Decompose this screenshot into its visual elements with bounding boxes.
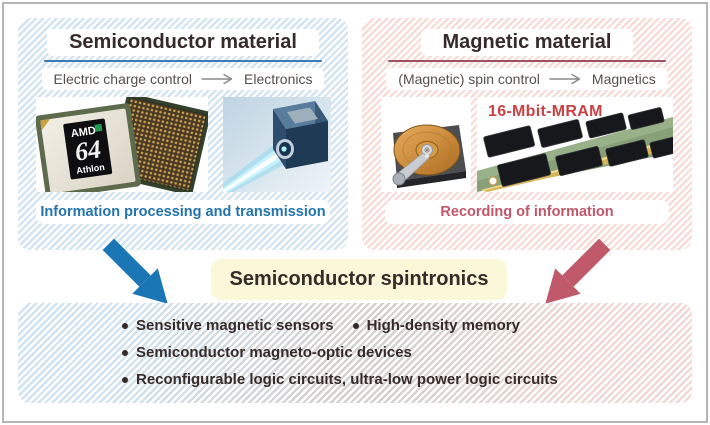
bullet-icon [352, 322, 359, 329]
bullet-item: Semiconductor magneto-optic devices [122, 344, 412, 361]
bullet-item: Reconfigurable logic circuits, ultra-low… [122, 371, 558, 388]
down-right-arrow-icon [96, 232, 181, 317]
bullet-label: Semiconductor magneto-optic devices [136, 344, 412, 361]
applications-panel: Sensitive magnetic sensors High-density … [18, 303, 692, 403]
bullet-icon [122, 376, 128, 383]
magnetic-panel-content: Magnetic material (Magnetic) spin contro… [362, 18, 692, 250]
spintronics-label: Semiconductor spintronics [229, 268, 489, 290]
bullet-item: High-density memory [352, 317, 520, 334]
right-arrow-icon [201, 73, 235, 85]
bullet-row: Sensitive magnetic sensors High-density … [122, 312, 558, 339]
bullet-label: High-density memory [366, 317, 520, 334]
flow-row: (Magnetic) spin control Magnetics [386, 68, 668, 90]
svg-text:Athlon: Athlon [75, 162, 105, 176]
amd-athlon-cpu-photo: AMD 64 Athlon [35, 97, 208, 192]
mram-label: 16-Mbit-MRAM [488, 103, 603, 120]
down-left-arrow-icon [533, 232, 618, 317]
hard-disk-drive-photo [381, 97, 471, 192]
flow-label-from: (Magnetic) spin control [398, 71, 540, 87]
flow-row: Electric charge control Electronics [41, 68, 325, 90]
semiconductor-panel-content: Semiconductor material Electric charge c… [18, 18, 348, 250]
flow-label-from: Electric charge control [53, 71, 193, 87]
semiconductor-images-row: AMD 64 Athlon [35, 97, 331, 192]
bullet-icon [122, 322, 128, 329]
recording-caption: Recording of information [385, 200, 669, 224]
semiconductor-material-panel: Semiconductor material Electric charge c… [18, 18, 348, 250]
bullet-item: Sensitive magnetic sensors [122, 317, 334, 334]
bullet-label: Sensitive magnetic sensors [136, 317, 334, 334]
bullet-row: Semiconductor magneto-optic devices [122, 339, 558, 366]
flow-label-to: Magnetics [591, 71, 656, 87]
mram-module-photo: 16-Mbit-MRAM [477, 97, 673, 192]
flow-label-to: Electronics [244, 71, 313, 87]
right-arrow-icon [549, 73, 583, 85]
svg-text:64: 64 [73, 134, 103, 166]
bullet-row: Reconfigurable logic circuits, ultra-low… [122, 366, 558, 393]
laser-module-photo [222, 97, 331, 192]
panel-title: Semiconductor material [47, 29, 319, 56]
applications-list: Sensitive magnetic sensors High-density … [122, 312, 558, 393]
title-underline [388, 60, 666, 62]
magnetic-material-panel: Magnetic material (Magnetic) spin contro… [362, 18, 692, 250]
magnetic-images-row: 16-Mbit-MRAM [381, 97, 673, 192]
bullet-icon [122, 349, 128, 356]
svg-text:AMD: AMD [70, 125, 97, 140]
panel-title: Magnetic material [420, 29, 634, 56]
title-underline [44, 60, 322, 62]
semiconductor-spintronics-box: Semiconductor spintronics [211, 259, 507, 300]
bullet-label: Reconfigurable logic circuits, ultra-low… [136, 371, 558, 388]
info-processing-caption: Information processing and transmission [36, 200, 330, 224]
